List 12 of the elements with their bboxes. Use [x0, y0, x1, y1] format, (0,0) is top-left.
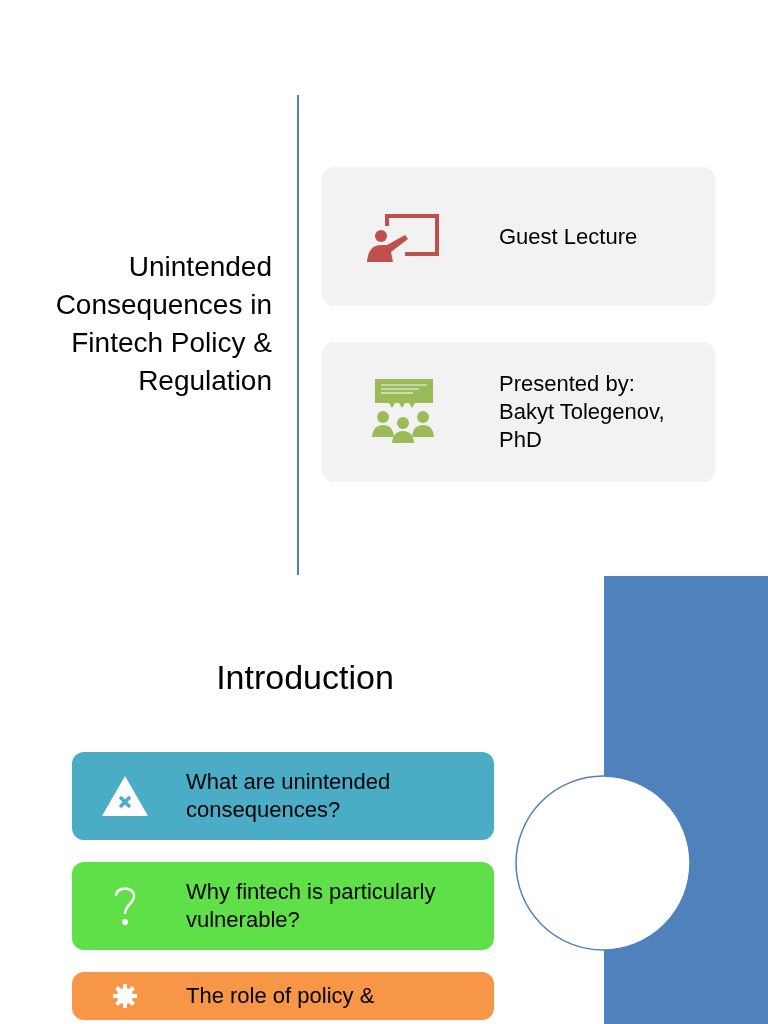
topic-card	[322, 167, 715, 306]
topic-card	[72, 752, 494, 840]
topic-card	[72, 972, 494, 1020]
card-text: What are unintended consequences?	[186, 768, 392, 824]
topic-card	[322, 342, 715, 482]
slide-title: Unintended Consequences in Fintech Policy & Regulation	[54, 250, 272, 398]
topic-card	[72, 862, 494, 950]
card-text: Guest Lecture	[499, 222, 639, 251]
card-text: The role of policy &	[186, 982, 376, 1010]
card-text: Why fintech is particularly vulnerable?	[186, 878, 437, 934]
slide-heading: Introduction	[215, 657, 395, 698]
card-text: Presented by: Bakyt Tolegenov, PhD	[499, 370, 666, 454]
